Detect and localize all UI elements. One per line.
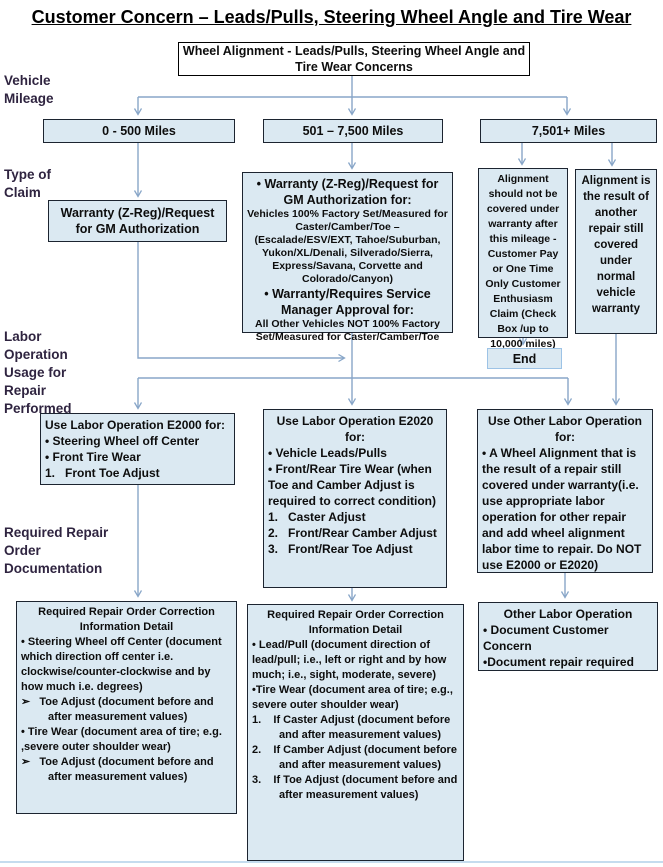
node-mileage-501-7500-label: 501 – 7,500 Miles bbox=[302, 124, 404, 138]
labor-e2020-item: • Vehicle Leads/Pulls bbox=[268, 446, 387, 460]
claim-mid-heading-1: • Warranty (Z-Reg)/Request for GM Author… bbox=[256, 177, 439, 207]
node-claim-warranty-zreg: Warranty (Z-Reg)/Request for GM Authoriz… bbox=[48, 200, 227, 242]
doc-low-item: • Tire Wear (document area of tire; e.g.… bbox=[21, 726, 222, 753]
node-claim-customer-pay: Alignment should not be covered under wa… bbox=[478, 168, 568, 350]
labor-e2000-item: 1. Front Toe Adjust bbox=[45, 466, 160, 480]
node-labor-other: Use Other Labor Operation for: • A Wheel… bbox=[477, 409, 653, 573]
labor-other-item: • A Wheel Alignment that is the result o… bbox=[482, 446, 642, 572]
doc-mid-item: 1. If Caster Adjust (document before and… bbox=[252, 714, 451, 741]
node-claim-customer-pay-label: Alignment should not be covered under wa… bbox=[485, 173, 561, 350]
node-root: Wheel Alignment - Leads/Pulls, Steering … bbox=[178, 42, 530, 76]
node-claim-warranty-zreg-label: Warranty (Z-Reg)/Request for GM Authoriz… bbox=[60, 206, 215, 236]
claim-mid-detail-2: All Other Vehicles NOT 100% Factory Set/… bbox=[255, 318, 440, 343]
doc-other-item: • Document Customer Concern bbox=[483, 623, 609, 653]
node-end-label: End bbox=[512, 351, 537, 366]
doc-mid-item: • Lead/Pull (document direction of lead/… bbox=[252, 639, 447, 681]
doc-low-item: • Steering Wheel off Center (document wh… bbox=[21, 636, 222, 693]
labor-e2000-item: • Front Tire Wear bbox=[45, 450, 141, 464]
claim-mid-heading-2: • Warranty/Requires Service Manager Appr… bbox=[264, 287, 431, 317]
claim-mid-detail-1: Vehicles 100% Factory Set/Measured for C… bbox=[247, 208, 448, 285]
doc-low-item: ➢ Toe Adjust (document before and after … bbox=[21, 756, 214, 783]
row-label-required-documentation: Required Repair Order Documentation bbox=[4, 525, 109, 576]
labor-e2020-item: • Front/Rear Tire Wear (when Toe and Cam… bbox=[268, 462, 437, 508]
doc-other-title: Other Labor Operation bbox=[503, 607, 633, 621]
labor-e2020-title: Use Labor Operation E2020 for: bbox=[276, 414, 434, 444]
page-title: Customer Concern – Leads/Pulls, Steering… bbox=[31, 7, 632, 27]
doc-low-item: ➢ Toe Adjust (document before and after … bbox=[21, 696, 214, 723]
node-end: End bbox=[487, 348, 562, 369]
doc-other-item: •Document repair required bbox=[483, 655, 634, 669]
node-mileage-501-7500: 501 – 7,500 Miles bbox=[263, 119, 443, 143]
labor-e2020-item: 2. Front/Rear Camber Adjust bbox=[268, 526, 437, 540]
node-mileage-7501-plus: 7,501+ Miles bbox=[480, 119, 657, 143]
node-mileage-7501-plus-label: 7,501+ Miles bbox=[531, 124, 606, 138]
labor-e2000-item: • Steering Wheel off Center bbox=[45, 434, 200, 448]
node-claim-other-repair-warranty-label: Alignment is the result of another repai… bbox=[581, 175, 651, 315]
node-mileage-0-500: 0 - 500 Miles bbox=[43, 119, 235, 143]
labor-e2020-item: 1. Caster Adjust bbox=[268, 510, 366, 524]
node-labor-e2020: Use Labor Operation E2020 for: • Vehicle… bbox=[263, 409, 447, 588]
labor-e2000-title: Use Labor Operation E2000 for: bbox=[45, 418, 226, 432]
labor-e2020-item: 3. Front/Rear Toe Adjust bbox=[268, 542, 413, 556]
node-claim-other-repair-warranty: Alignment is the result of another repai… bbox=[575, 169, 657, 334]
node-doc-e2000-detail: Required Repair Order Correction Informa… bbox=[16, 601, 237, 814]
doc-mid-item: 3. If Toe Adjust (document before and af… bbox=[252, 774, 458, 801]
row-label-labor-operation: Labor Operation Usage for Repair Perform… bbox=[4, 329, 72, 416]
node-mileage-0-500-label: 0 - 500 Miles bbox=[102, 124, 176, 138]
labor-other-title: Use Other Labor Operation for: bbox=[487, 414, 643, 444]
doc-mid-item: 2. If Camber Adjust (document before and… bbox=[252, 744, 457, 771]
node-claim-warranty-authorization: • Warranty (Z-Reg)/Request for GM Author… bbox=[242, 172, 453, 343]
node-root-label: Wheel Alignment - Leads/Pulls, Steering … bbox=[182, 44, 526, 74]
doc-low-title: Required Repair Order Correction Informa… bbox=[38, 606, 215, 633]
doc-mid-title: Required Repair Order Correction Informa… bbox=[267, 609, 444, 636]
doc-mid-item: •Tire Wear (document area of tire; e.g.,… bbox=[252, 684, 453, 711]
node-doc-e2020-detail: Required Repair Order Correction Informa… bbox=[247, 604, 464, 861]
node-doc-other-labor: Other Labor Operation • Document Custome… bbox=[478, 602, 658, 671]
row-label-vehicle-mileage: Vehicle Mileage bbox=[4, 73, 54, 106]
node-labor-e2000: Use Labor Operation E2000 for: • Steerin… bbox=[40, 413, 235, 485]
row-label-type-of-claim: Type of Claim bbox=[4, 167, 51, 200]
page-bottom-edge bbox=[0, 861, 663, 863]
